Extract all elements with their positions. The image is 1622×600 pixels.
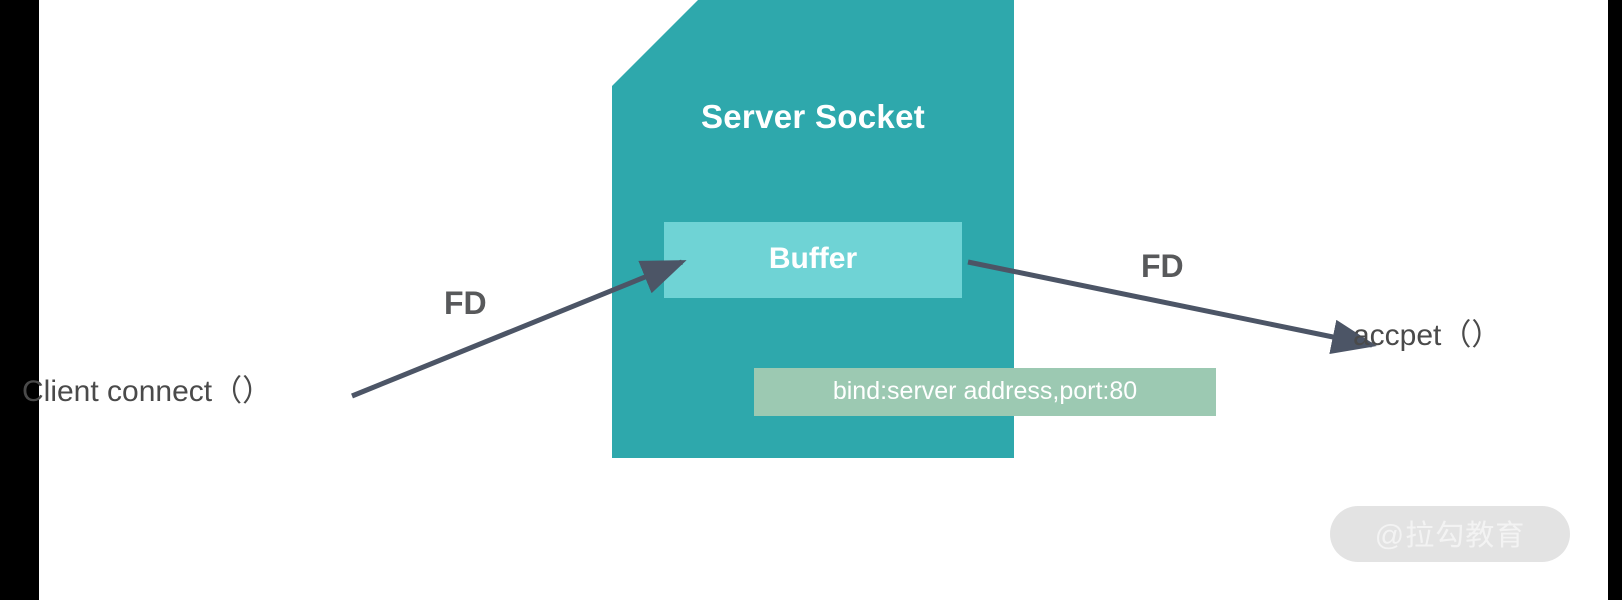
bind-label: bind:server address,port:80 (832, 377, 1138, 405)
bind-block (754, 368, 1216, 416)
client-connect-label: Client connect（） (22, 375, 273, 408)
watermark-text: @拉勾教育 (1374, 520, 1526, 552)
accept-label: accpet（） (1353, 319, 1502, 352)
right-letterbox-bar (1608, 0, 1622, 600)
edge-label-fd-left: FD (444, 285, 487, 321)
buffer-block (664, 222, 962, 298)
left-letterbox-bar (0, 0, 39, 600)
edge-label-fd-right: FD (1141, 248, 1184, 284)
server-socket-label: Server Socket (700, 98, 926, 135)
watermark-pill (1330, 506, 1570, 562)
buffer-label: Buffer (768, 242, 858, 275)
